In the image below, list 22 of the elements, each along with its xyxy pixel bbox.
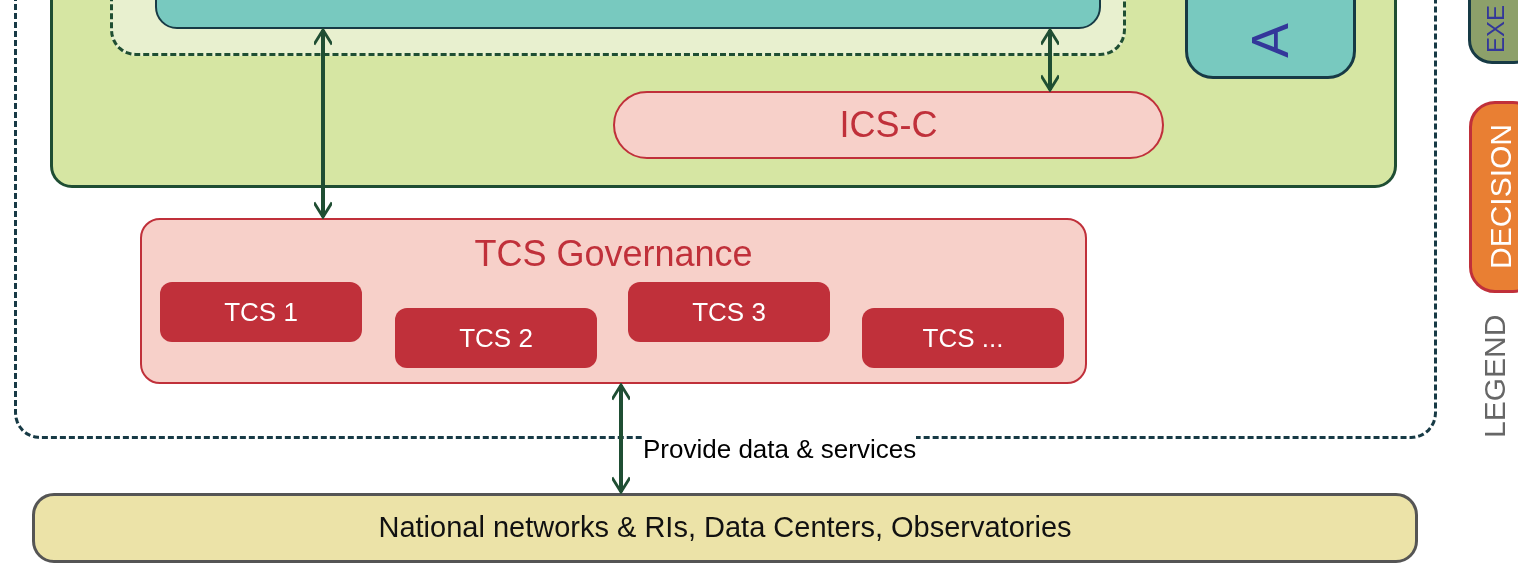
process-box xyxy=(395,308,597,368)
box-label: National networks & RIs, Data Centers, Observatories xyxy=(378,512,1072,544)
panel xyxy=(50,0,1397,188)
box-label: DECISION xyxy=(1484,124,1517,270)
process-box xyxy=(628,282,830,342)
box-label: TCS 1 xyxy=(224,297,298,327)
box-label: TCS 2 xyxy=(459,323,533,353)
box-label: TCS Governance xyxy=(474,234,753,274)
box-label: TCS 3 xyxy=(692,297,766,327)
double-arrow xyxy=(1039,28,1061,92)
dashed-region xyxy=(14,0,1437,439)
legend-item xyxy=(1469,101,1518,293)
box-label: ICS-C xyxy=(839,105,938,145)
process-box xyxy=(160,282,362,342)
process-box xyxy=(32,493,1418,563)
box-label: TCS ... xyxy=(922,323,1004,353)
double-arrow xyxy=(610,383,632,494)
group-box xyxy=(140,218,1087,384)
double-arrow xyxy=(312,28,334,219)
process-box xyxy=(862,308,1064,368)
box-label: A xyxy=(1241,23,1300,58)
box-label: EXE xyxy=(1483,4,1510,53)
